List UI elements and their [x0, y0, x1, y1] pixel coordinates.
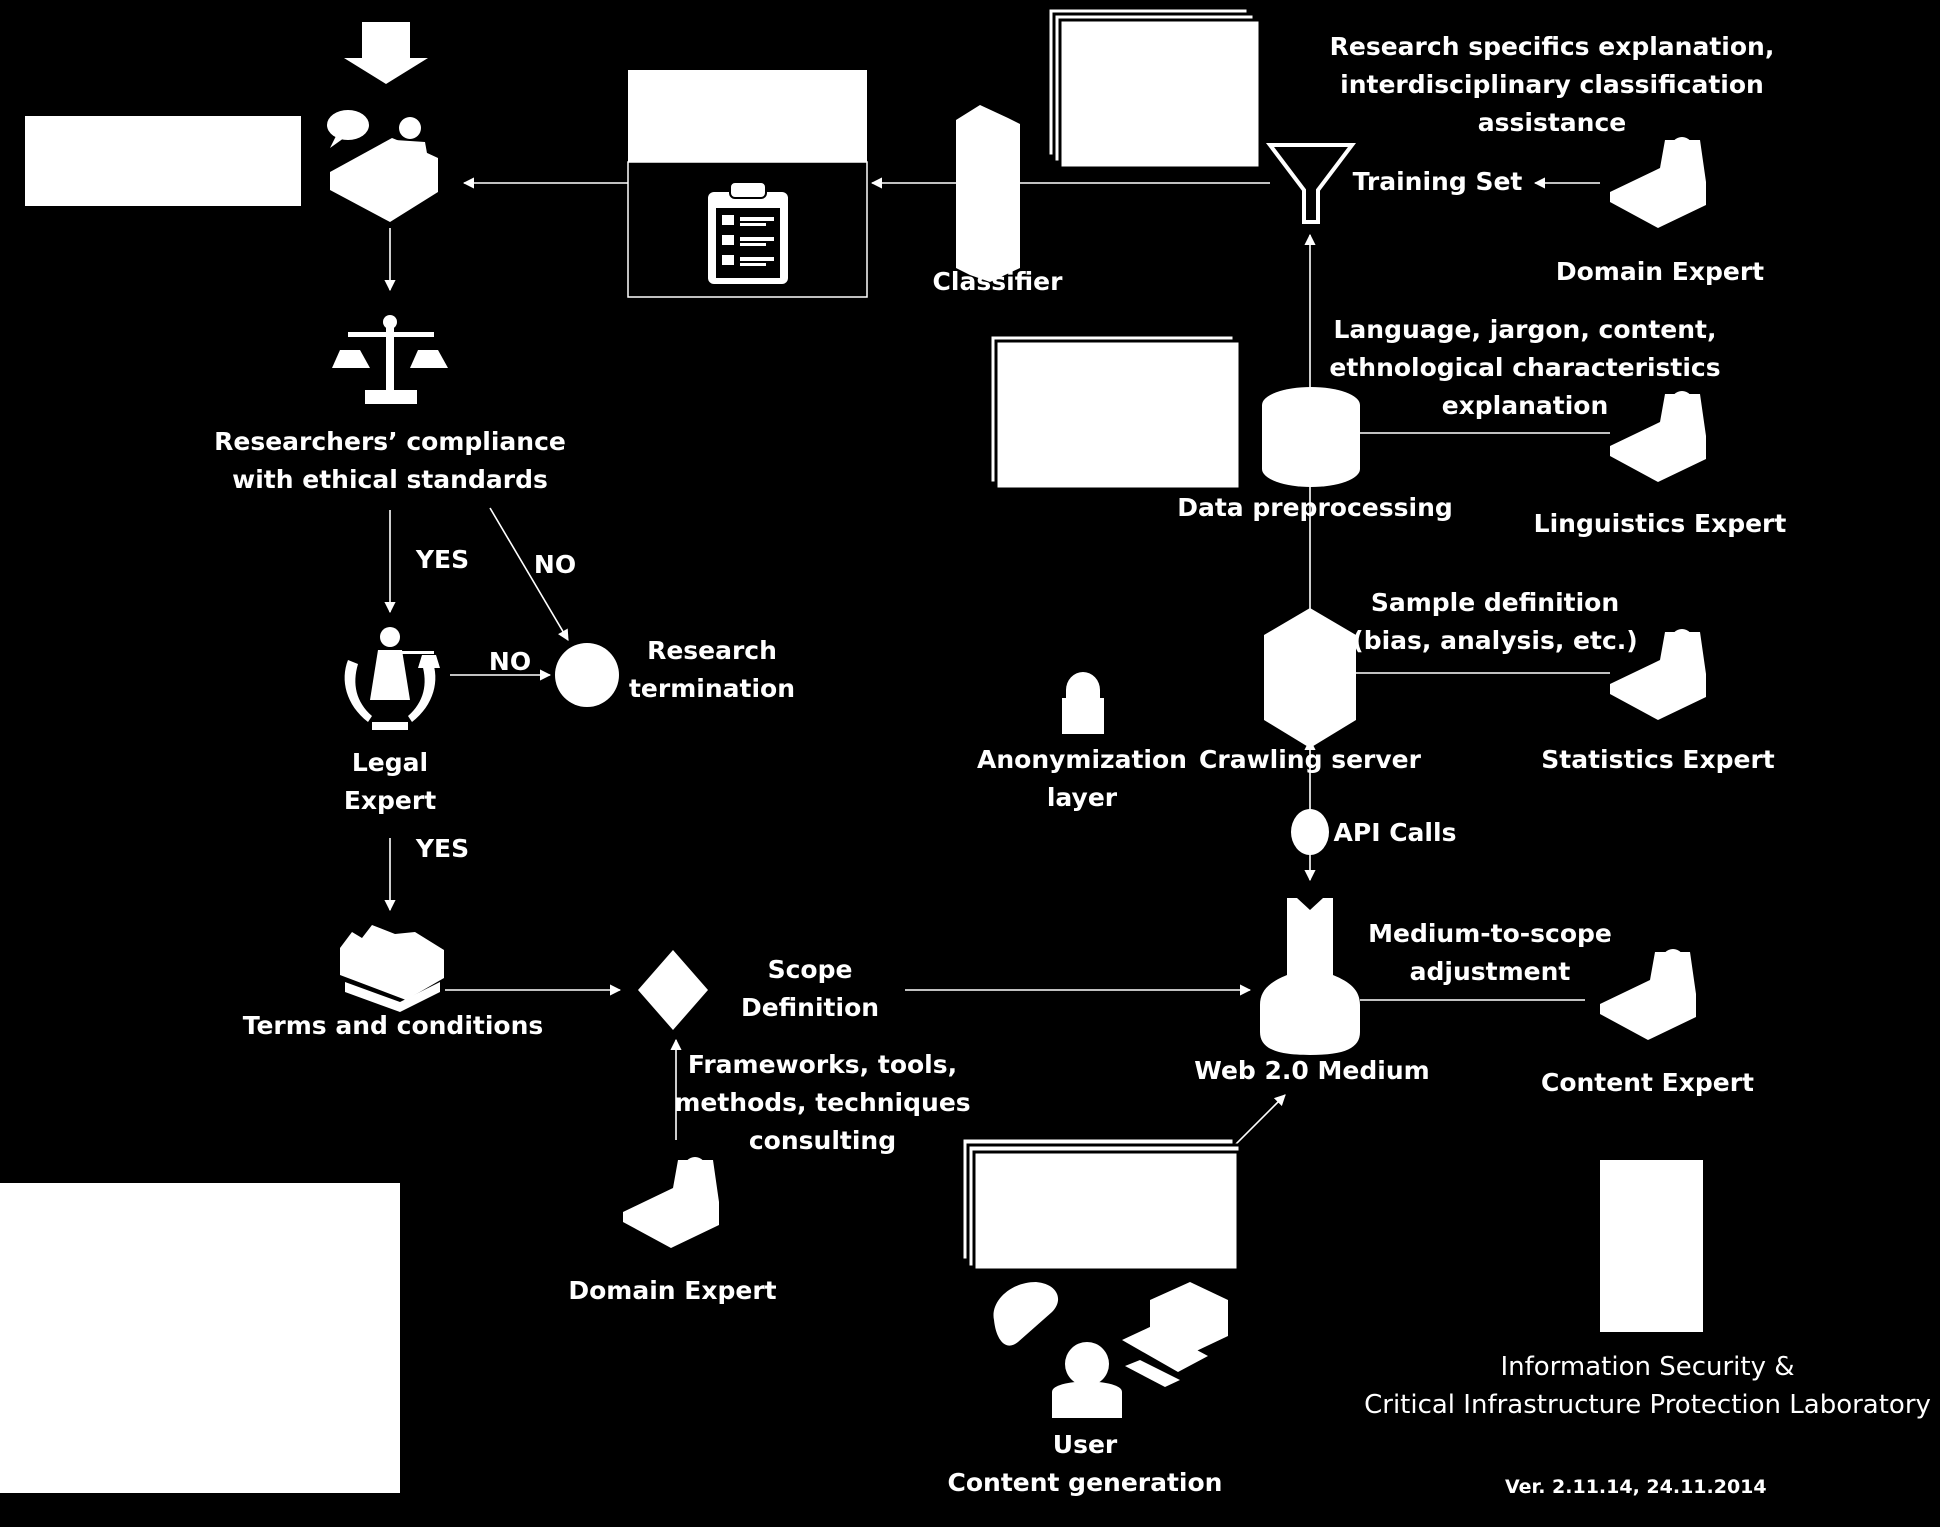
lab-name-label: Information Security & Critical Infrastr… — [1364, 1352, 1931, 1420]
domain-expert-top-label: Domain Expert — [1555, 257, 1765, 286]
researcher-icon — [327, 110, 438, 222]
linguistics-expert-label: Linguistics Expert — [1533, 509, 1787, 538]
clipboard-icon — [708, 181, 788, 284]
handshake-icon — [340, 925, 444, 1012]
web-medium-label: Web 2.0 Medium — [1194, 1056, 1430, 1085]
scales-icon — [332, 315, 448, 404]
research-termination-label: Research termination — [628, 636, 795, 703]
classifier-server-icon — [956, 105, 1020, 282]
api-calls-label: API Calls — [1333, 818, 1457, 847]
version-label: Ver. 2.11.14, 24.11.2014 — [1505, 1476, 1767, 1498]
document-stack-top — [1046, 6, 1262, 170]
web-medium-icon — [1260, 898, 1360, 1055]
language-jargon-label: Language, jargon, content, ethnological … — [1329, 315, 1721, 420]
funnel-icon — [1265, 143, 1357, 224]
statistics-expert-label: Statistics Expert — [1541, 745, 1775, 774]
linguistics-expert-icon — [1610, 391, 1706, 482]
no-label-1: NO — [533, 550, 577, 579]
anonymization-layer-label: Anonymization layer — [977, 745, 1187, 812]
domain-expert-bottom-label: Domain Expert — [568, 1276, 777, 1305]
white-panel-bottom-left — [0, 1183, 400, 1493]
api-calls-icon — [1291, 809, 1329, 855]
yes-label-2: YES — [415, 834, 470, 863]
logo-placeholder — [1600, 1160, 1703, 1332]
content-expert-label: Content Expert — [1540, 1068, 1754, 1097]
no-label-2: NO — [488, 647, 532, 676]
crawling-server-icon — [1264, 608, 1356, 748]
training-set-label: Training Set — [1352, 167, 1523, 196]
white-panel-top-left — [25, 116, 301, 206]
data-preprocessing-label: Data preprocessing — [1177, 493, 1453, 522]
legal-expert-icon — [344, 627, 440, 730]
medium-adjustment-label: Medium-to-scope adjustment — [1368, 919, 1612, 986]
user-devices-icon — [993, 1282, 1228, 1418]
sample-definition-label: Sample definition (bias, analysis, etc.) — [1352, 588, 1638, 655]
document-stack-middle — [988, 333, 1242, 491]
classifier-label: Classifier — [932, 267, 1063, 296]
scope-diamond-icon — [638, 950, 708, 1030]
domain-expert-bottom-icon — [623, 1157, 719, 1248]
yes-label-1: YES — [415, 545, 470, 574]
frameworks-consulting-label: Frameworks, tools, methods, techniques c… — [674, 1050, 971, 1155]
classification-results-box — [627, 70, 868, 298]
crawling-server-label: Crawling server — [1199, 745, 1421, 774]
domain-expert-top-icon — [1610, 137, 1706, 228]
user-content-label: User Content generation — [947, 1430, 1223, 1497]
statistics-expert-icon — [1610, 629, 1706, 720]
termination-circle-icon — [555, 643, 619, 707]
document-stack-bottom — [960, 1136, 1242, 1272]
legal-expert-label: Legal Expert — [343, 748, 437, 815]
ethics-compliance-label: Researchers’ compliance with ethical sta… — [214, 427, 566, 494]
research-specifics-label: Research specifics explanation, interdis… — [1329, 32, 1775, 137]
scope-definition-label: Scope Definition — [740, 955, 880, 1022]
content-expert-icon — [1600, 949, 1696, 1040]
entry-arrow-icon — [344, 22, 428, 84]
lock-icon — [1062, 672, 1104, 734]
terms-conditions-label: Terms and conditions — [242, 1011, 544, 1040]
database-icon — [1262, 387, 1360, 487]
